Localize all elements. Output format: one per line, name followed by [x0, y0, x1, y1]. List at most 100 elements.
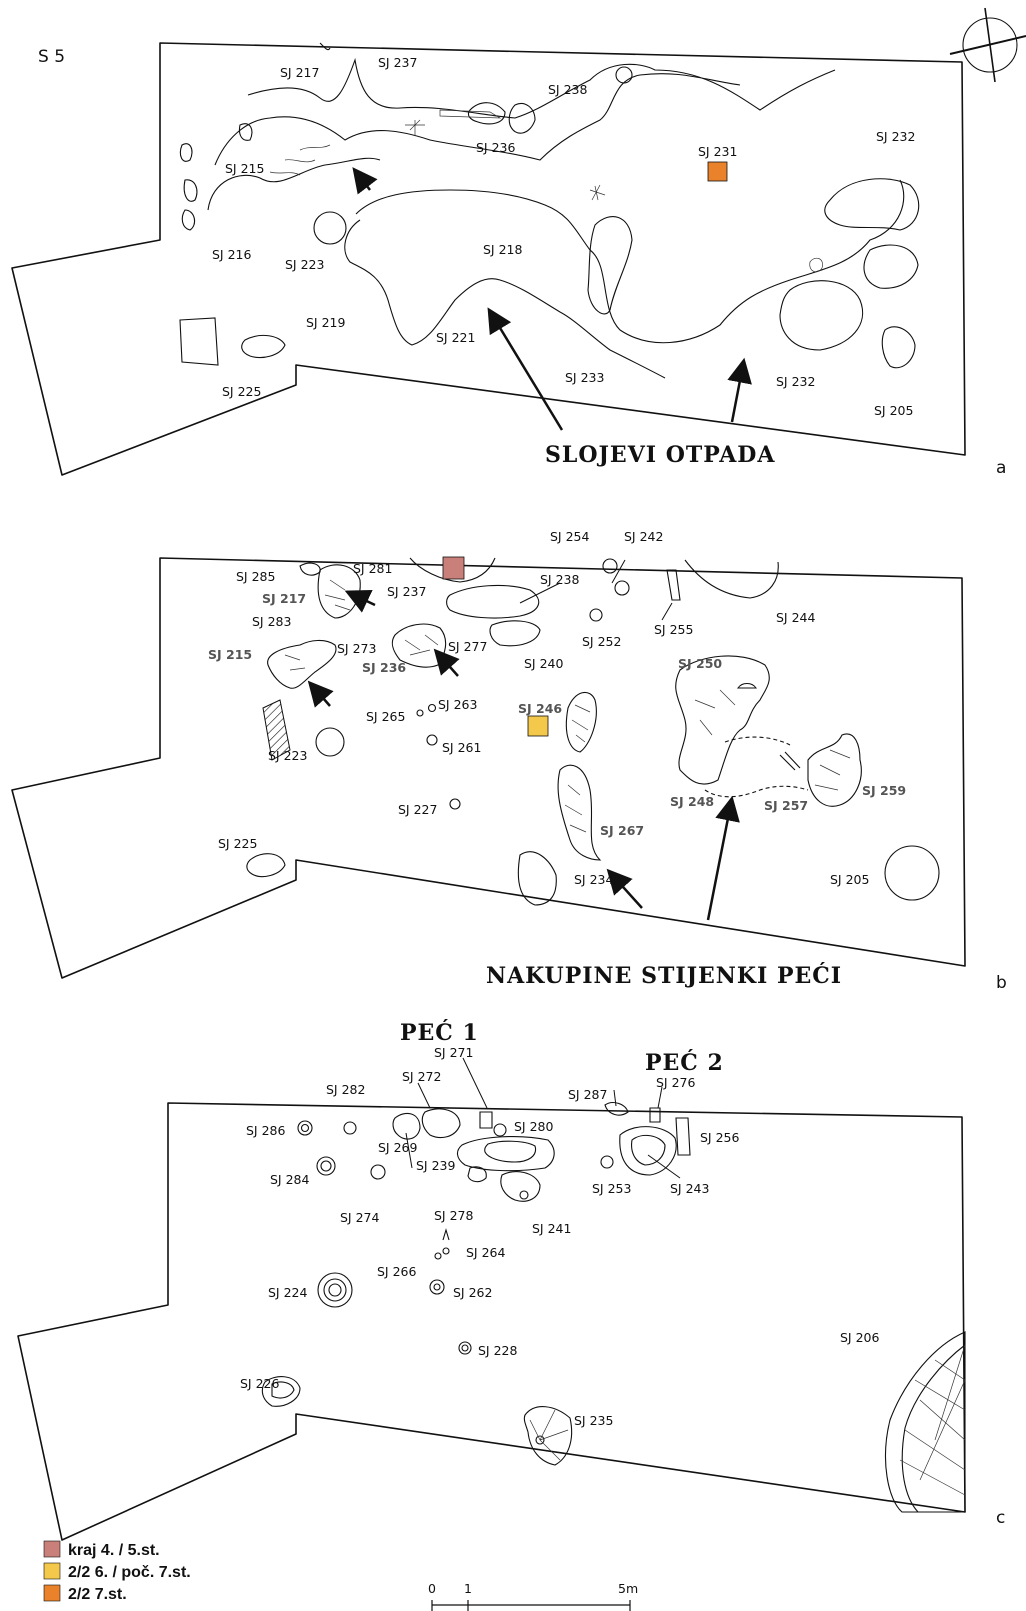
- layer-label: SJ 232: [876, 129, 915, 144]
- legend-swatch: [43, 1562, 61, 1580]
- layer-label: SJ 237: [387, 584, 426, 599]
- north-arrow-icon: [949, 7, 1026, 83]
- trench-outline-c: [17, 1102, 966, 1541]
- arrows-b: [307, 559, 740, 921]
- kiln-2-title: PEĆ 2: [645, 1049, 724, 1076]
- legend-label: 2/2 6. / poč. 7.st.: [68, 1564, 191, 1581]
- layer-label: SJ 264: [466, 1245, 506, 1260]
- layer-label: SJ 221: [436, 330, 475, 345]
- scale-label-end: 5m: [618, 1581, 638, 1596]
- sample-kraj-iv-b: [442, 556, 465, 580]
- layer-label: SJ 217: [280, 65, 319, 80]
- layer-label: SJ 235: [574, 1413, 613, 1428]
- layer-label: SJ 215: [225, 161, 264, 176]
- layer-label: SJ 278: [434, 1208, 474, 1223]
- layer-label: SJ 217: [262, 591, 306, 606]
- layer-label: SJ 267: [600, 823, 644, 838]
- layer-label: SJ 259: [862, 783, 906, 798]
- site-label: S 5: [38, 47, 65, 67]
- layer-label: SJ 281: [353, 561, 392, 576]
- layer-label: SJ 216: [212, 247, 252, 262]
- layer-label: SJ 269: [378, 1140, 418, 1155]
- labels-a: SJ 217 SJ 237 SJ 238 SJ 236 SJ 231 SJ 23…: [212, 55, 915, 418]
- sample-krajIV-a: [707, 161, 728, 182]
- layer-label: SJ 253: [592, 1181, 631, 1196]
- panel-a-letter: a: [996, 458, 1006, 478]
- panel-a-caption: SLOJEVI OTPADA: [545, 442, 775, 468]
- layer-label: SJ 250: [678, 656, 722, 671]
- layer-label: SJ 277: [448, 639, 487, 654]
- fine-detail-b: [284, 579, 851, 833]
- labels-b: SJ 254 SJ 242 SJ 285 SJ 281 SJ 238 SJ 21…: [208, 529, 906, 887]
- kiln-large-c: [885, 1331, 966, 1513]
- layer-label: SJ 206: [840, 1330, 880, 1345]
- layer-label: SJ 286: [246, 1123, 286, 1138]
- layer-label: SJ 228: [478, 1343, 518, 1358]
- legend-swatch: [43, 1584, 61, 1602]
- legend-label: 2/2 7.st.: [68, 1586, 127, 1603]
- layer-label: SJ 233: [565, 370, 604, 385]
- legend: kraj 4. / 5.st. 2/2 6. / poč. 7.st. 2/2 …: [43, 1540, 191, 1603]
- scale-bar: 0 1 5m: [428, 1581, 638, 1611]
- layer-label: SJ 225: [222, 384, 261, 399]
- layer-label: SJ 205: [830, 872, 869, 887]
- layer-label: SJ 273: [337, 641, 376, 656]
- layer-label: SJ 285: [236, 569, 275, 584]
- layer-label: SJ 236: [362, 660, 406, 675]
- layer-label: SJ 243: [670, 1181, 709, 1196]
- layer-label: SJ 252: [582, 634, 621, 649]
- fine-detail-a: [269, 109, 823, 273]
- features-c: [261, 1102, 691, 1466]
- layer-label: SJ 223: [268, 748, 307, 763]
- layer-label: SJ 227: [398, 802, 437, 817]
- layer-label: SJ 234: [574, 872, 614, 887]
- leader-lines-c: [405, 1057, 681, 1179]
- layer-label: SJ 238: [540, 572, 580, 587]
- panel-b: SJ 254 SJ 242 SJ 285 SJ 281 SJ 238 SJ 21…: [11, 529, 1007, 993]
- layer-label: SJ 261: [442, 740, 481, 755]
- layer-label: SJ 219: [306, 315, 346, 330]
- layer-label: SJ 274: [340, 1210, 380, 1225]
- layer-label: SJ 263: [438, 697, 477, 712]
- scale-label-start: 0: [428, 1581, 436, 1596]
- layer-label: SJ 255: [654, 622, 693, 637]
- layer-label: SJ 287: [568, 1087, 607, 1102]
- layer-label: SJ 236: [476, 140, 516, 155]
- layer-label: SJ 256: [700, 1130, 740, 1145]
- layer-label: SJ 224: [268, 1285, 308, 1300]
- layer-label: SJ 266: [377, 1264, 417, 1279]
- layer-boundaries-a: [179, 42, 920, 379]
- layer-label: SJ 276: [656, 1075, 696, 1090]
- layer-label: SJ 231: [698, 144, 737, 159]
- layer-label: SJ 248: [670, 794, 714, 809]
- legend-swatch: [43, 1540, 61, 1558]
- layer-label: SJ 241: [532, 1221, 571, 1236]
- layer-label: SJ 265: [366, 709, 405, 724]
- layer-label: SJ 271: [434, 1045, 473, 1060]
- pits-a: [179, 66, 916, 369]
- layer-label: SJ 218: [483, 242, 523, 257]
- layer-label: SJ 244: [776, 610, 816, 625]
- features-b: [246, 557, 940, 906]
- trench-outline-b: [11, 557, 966, 979]
- scale-label-tick: 1: [464, 1581, 472, 1596]
- layer-label: SJ 272: [402, 1069, 441, 1084]
- panel-a: SJ 217 SJ 237 SJ 238 SJ 236 SJ 231 SJ 23…: [11, 42, 1006, 478]
- layer-label: SJ 239: [416, 1158, 456, 1173]
- layer-label: SJ 284: [270, 1172, 310, 1187]
- layer-label: SJ 242: [624, 529, 663, 544]
- legend-label: kraj 4. / 5.st.: [68, 1542, 160, 1559]
- trench-outline-a: [11, 42, 966, 476]
- layer-label: SJ 215: [208, 647, 252, 662]
- layer-label: SJ 282: [326, 1082, 365, 1097]
- layer-label: SJ 225: [218, 836, 257, 851]
- layer-label: SJ 257: [764, 798, 808, 813]
- kiln-1-title: PEĆ 1: [400, 1019, 479, 1046]
- layer-label: SJ 262: [453, 1285, 492, 1300]
- layer-label: SJ 254: [550, 529, 590, 544]
- panel-c-letter: c: [996, 1508, 1005, 1528]
- sample-late-vi-b: [527, 715, 549, 737]
- layer-label: SJ 226: [240, 1376, 280, 1391]
- layer-label: SJ 240: [524, 656, 564, 671]
